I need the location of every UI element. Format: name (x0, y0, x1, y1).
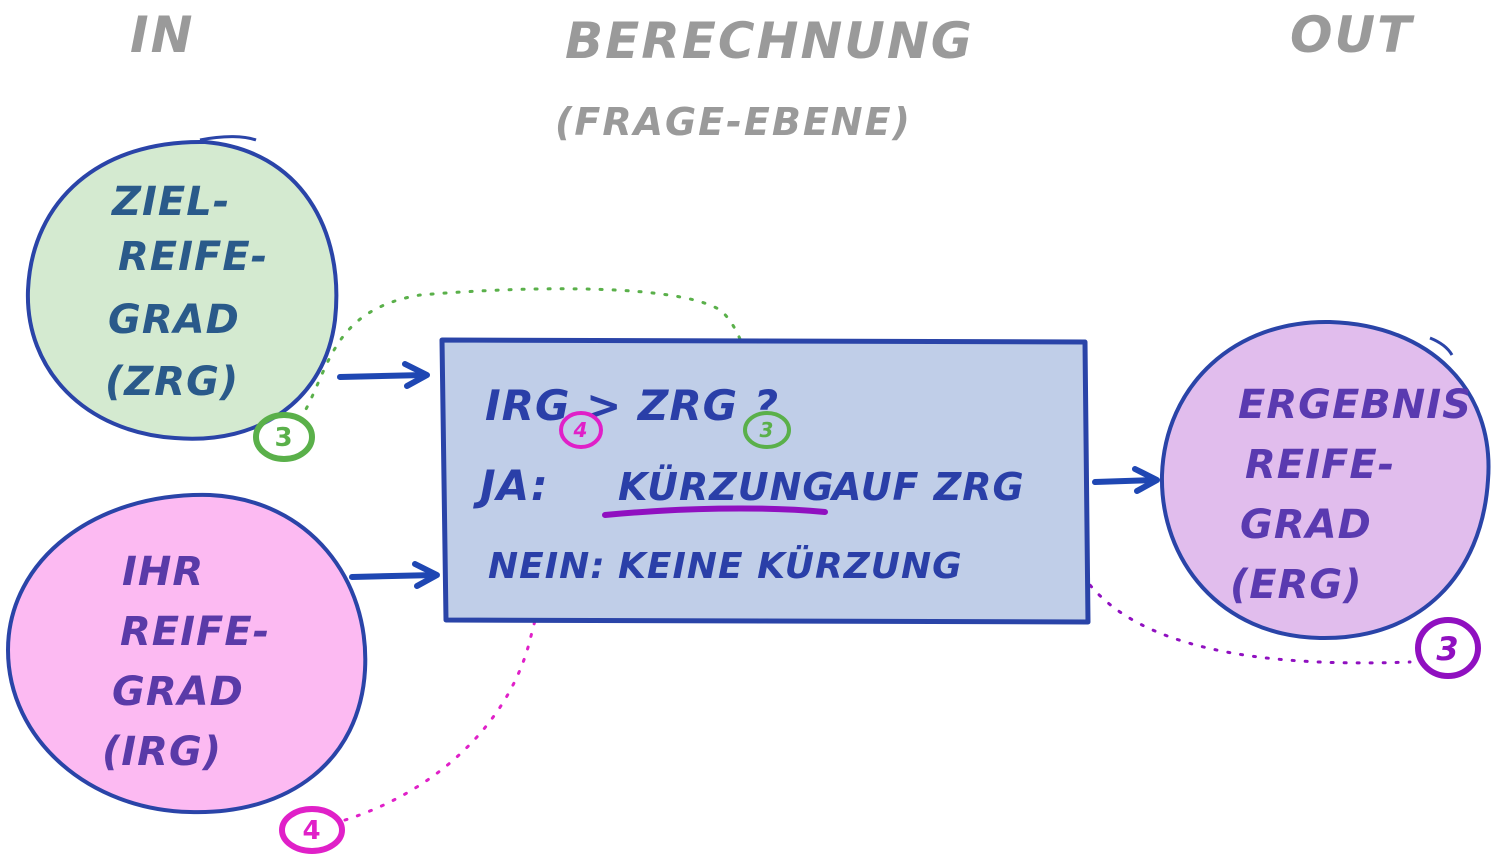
badge-zrg-node-number: 3 (274, 423, 293, 453)
badge-box-irg-number: 4 (573, 418, 589, 442)
badge-box-zrg-number: 3 (760, 418, 775, 442)
box-no-label: NEIN: (488, 546, 606, 587)
badge-erg-node: 3 (1415, 617, 1481, 679)
badge-box-zrg: 3 (743, 411, 791, 449)
zrg-circle (25, 139, 339, 441)
highlight-underline (602, 505, 828, 518)
badge-erg-node-number: 3 (1436, 630, 1459, 668)
calculation-box: IRG > ZRG ? JA: KÜRZUNG AUF ZRG NEIN: KE… (439, 337, 1091, 625)
box-no-text: KEINE KÜRZUNG (618, 545, 963, 587)
erg-label: ERGEBNIS REIFE- GRAD (ERG) (1230, 382, 1487, 608)
node-irg: IHR REIFE- GRAD (IRG) (5, 492, 368, 815)
calculation-box-frame (439, 337, 1091, 625)
badge-irg-node-number: 4 (302, 816, 321, 846)
header-out: OUT (1290, 6, 1415, 64)
badge-box-irg: 4 (559, 411, 603, 449)
header-calculation-subtitle: (FRAGE-EBENE) (555, 100, 912, 144)
erg-circle (1159, 319, 1491, 641)
zrg-label: ZIEL- REIFE- GRAD (ZRG) (105, 179, 283, 405)
arrow-box-to-erg (1092, 466, 1160, 494)
badge-zrg-node: 3 (253, 412, 315, 462)
arrow-zrg-to-box (337, 361, 430, 389)
box-question: IRG > ZRG ? (485, 381, 779, 430)
irg-label: IHR REIFE- GRAD (IRG) (102, 549, 285, 775)
node-zrg: ZIEL- REIFE- GRAD (ZRG) (25, 135, 339, 441)
arrow-irg-to-box (349, 561, 440, 589)
box-yes-highlight: KÜRZUNG (618, 465, 835, 509)
box-yes-rest: AUF ZRG (829, 465, 1025, 509)
header-in: IN (130, 6, 194, 64)
box-yes-label: JA: (473, 461, 549, 510)
node-erg: ERGEBNIS REIFE- GRAD (ERG) (1159, 319, 1491, 641)
dotted-connector-zrg (298, 287, 772, 422)
header-calculation: BERECHNUNG (565, 12, 974, 70)
irg-circle (5, 492, 368, 815)
badge-irg-node: 4 (279, 806, 345, 854)
